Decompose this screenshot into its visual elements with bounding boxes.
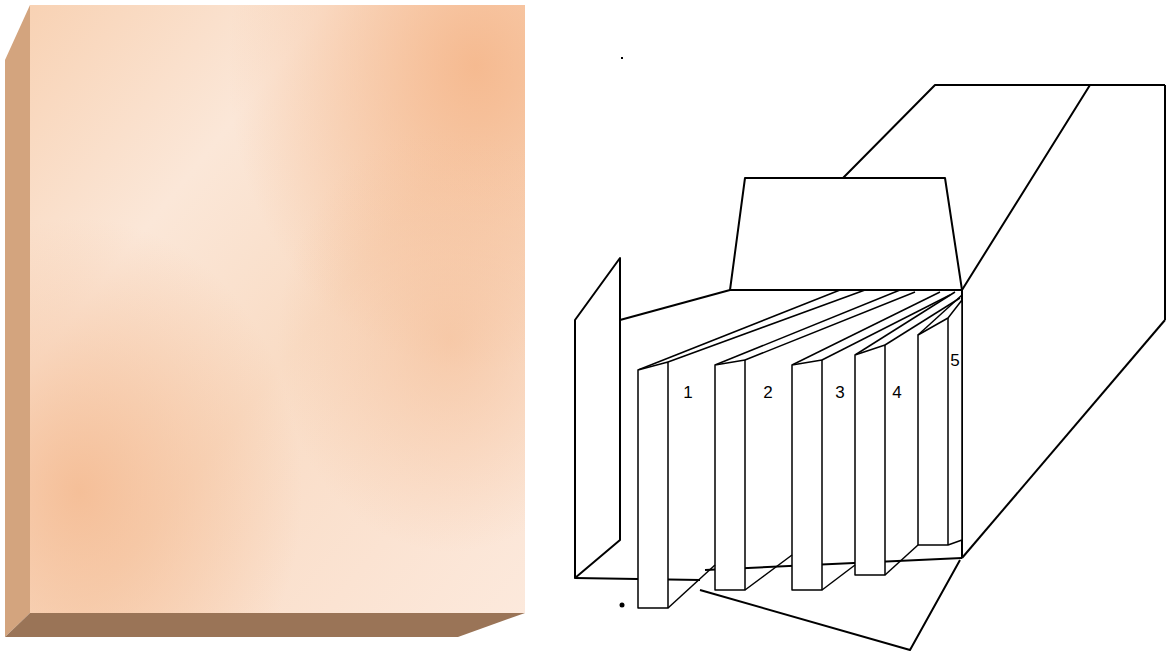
- dot: [620, 603, 625, 608]
- callout-number: 1: [683, 384, 692, 401]
- callout-number: 3: [835, 384, 844, 401]
- callout-number: 4: [892, 384, 901, 401]
- callout-number: 5: [950, 352, 959, 369]
- panels: [638, 290, 962, 608]
- beige-block: [5, 5, 525, 637]
- dot: [621, 57, 623, 59]
- callout-number: 2: [763, 384, 772, 401]
- open-box: [575, 85, 1165, 650]
